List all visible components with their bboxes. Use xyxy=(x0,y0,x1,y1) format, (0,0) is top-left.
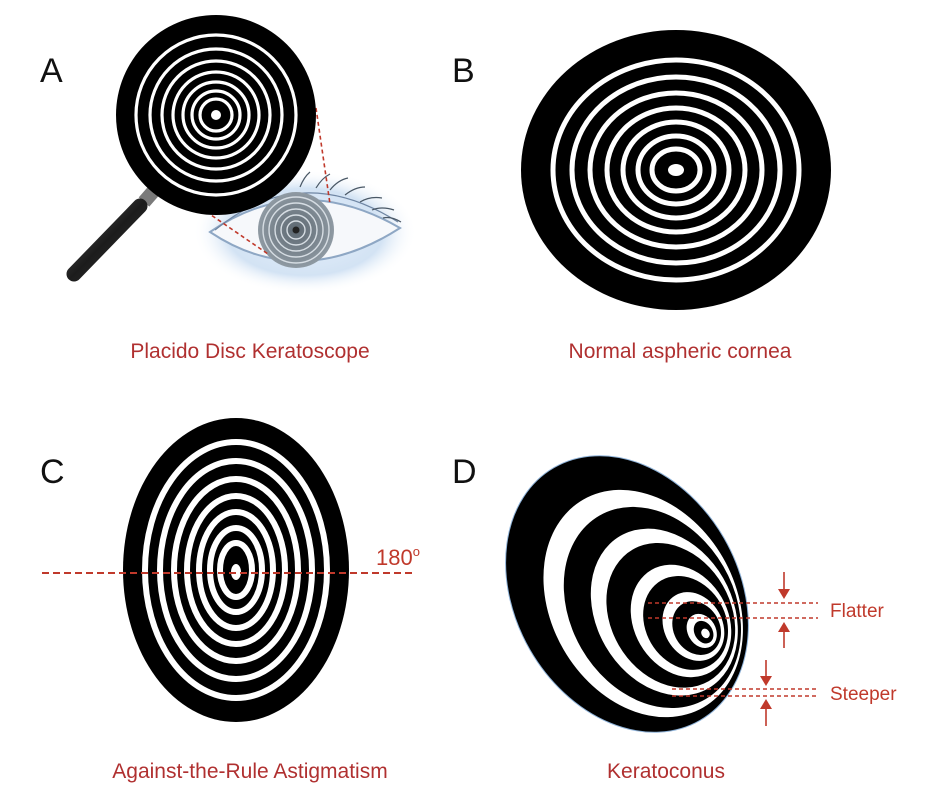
panel-b-caption: Normal aspheric cornea xyxy=(569,340,792,363)
keratoconus-rings xyxy=(505,455,749,733)
steeper-label: Steeper xyxy=(830,684,897,705)
steeper-indicator xyxy=(672,660,818,726)
panel-d-caption: Keratoconus xyxy=(607,760,725,783)
axis-180-label: 180o xyxy=(376,544,420,570)
magnifier-handle xyxy=(66,181,164,282)
flatter-indicator xyxy=(648,572,818,648)
panel-c: C 180o Against-the-Rule Astigmatism xyxy=(40,418,420,783)
panel-c-caption: Against-the-Rule Astigmatism xyxy=(112,760,387,783)
panel-d: D xyxy=(452,453,897,783)
magnifier-lens xyxy=(116,15,316,215)
astigmatism-rings xyxy=(123,418,349,722)
panel-b: B Normal aspheric cornea xyxy=(452,30,831,363)
flatter-label: Flatter xyxy=(830,601,885,622)
panel-a-letter: A xyxy=(40,52,63,90)
panel-a-caption: Placido Disc Keratoscope xyxy=(130,340,369,363)
panel-b-letter: B xyxy=(452,52,475,90)
panel-d-letter: D xyxy=(452,453,477,491)
normal-cornea-rings xyxy=(521,30,831,310)
panel-c-letter: C xyxy=(40,453,65,491)
panel-a: A xyxy=(40,15,417,363)
